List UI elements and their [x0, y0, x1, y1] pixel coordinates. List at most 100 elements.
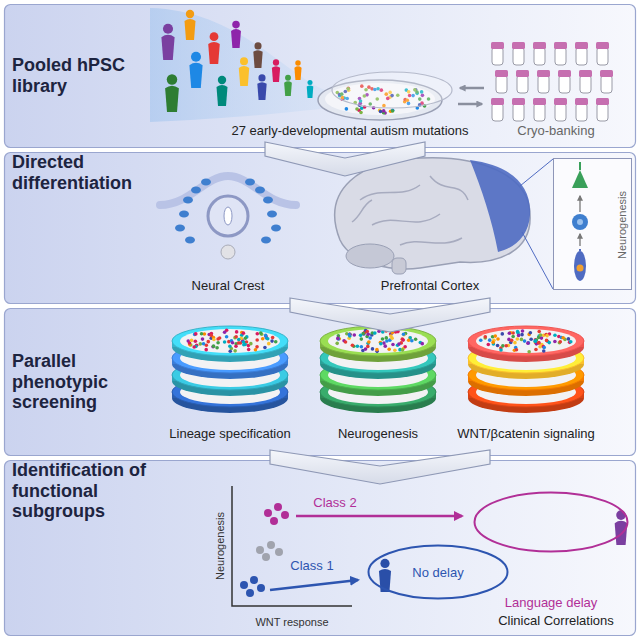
- people-crowd: [185, 10, 196, 40]
- dish-stacks: [264, 334, 268, 338]
- exchange-arrows: [458, 103, 482, 106]
- stage-band: NeurogenesisDirected differentiation: [4, 152, 636, 304]
- dish-stacks: [545, 339, 549, 343]
- crest-cells: [271, 225, 281, 232]
- ellipse-outline: [369, 546, 508, 599]
- storage-caption: Cryo-banking: [517, 124, 594, 139]
- cryo-vials: [555, 103, 566, 121]
- dish-stacks: [397, 342, 401, 346]
- dish-stacks: [529, 337, 533, 341]
- people-crowd: [167, 74, 178, 85]
- dish-stacks: [274, 340, 278, 344]
- patient-figures: [379, 510, 627, 592]
- dish-stacks: [228, 344, 232, 348]
- ellipse-outline: [473, 491, 629, 553]
- crest-cells: [263, 197, 273, 204]
- cryo-vials: [579, 70, 592, 77]
- dish-stacks: [271, 336, 275, 340]
- cryo-vials: [558, 70, 571, 77]
- brain: [392, 258, 406, 274]
- brain: [520, 159, 553, 186]
- brain: [522, 232, 553, 289]
- dish-stacks: [534, 348, 538, 352]
- people-crowd: [272, 66, 280, 82]
- cell-speckles: [345, 107, 349, 111]
- dish-stacks: [499, 348, 503, 352]
- neurogenesis-cells: [579, 162, 581, 170]
- dish-stacks: [249, 342, 253, 346]
- dish-stacks: [237, 338, 241, 342]
- dish-stacks: [486, 343, 490, 347]
- dish-stacks: [366, 345, 370, 349]
- people-crowd: [294, 66, 301, 80]
- cryo-vials: [492, 103, 503, 121]
- ellipse-outline: [475, 493, 628, 552]
- class-dots: [250, 576, 258, 584]
- dish-stacks: [368, 336, 372, 340]
- dish-stacks: [546, 339, 550, 343]
- stage-heading: Pooled hPSC library: [12, 55, 152, 96]
- dish-stacks: [356, 345, 360, 349]
- crest-cells: [183, 197, 193, 204]
- people-crowd: [254, 42, 261, 49]
- dish-stacks: [420, 342, 424, 346]
- dish-stacks: [267, 342, 271, 346]
- crest-cells: [255, 187, 265, 194]
- class-dots: [267, 541, 275, 549]
- dish-stacks: [410, 339, 414, 343]
- cell-speckles: [355, 107, 359, 111]
- dish-stacks: [523, 339, 527, 343]
- people-crowd: [218, 76, 226, 84]
- dish-stacks: [235, 330, 239, 334]
- dish-stacks: [533, 339, 537, 343]
- cryo-vials: [596, 98, 609, 105]
- people-crowd: [161, 24, 174, 60]
- dish-stacks: [360, 337, 364, 341]
- people-crowd: [189, 63, 202, 88]
- dish-stacks: [212, 344, 216, 348]
- cryo-vials: [512, 42, 525, 49]
- dish-stacks: [242, 331, 246, 335]
- cryo-vials: [495, 70, 508, 77]
- cryo-vials: [559, 75, 570, 93]
- people-crowd: [253, 42, 262, 68]
- dish-stacks: [545, 334, 549, 338]
- axis-label: Neurogenesis: [214, 512, 227, 580]
- dish-stacks: [216, 341, 220, 345]
- dish-stacks: [347, 333, 351, 337]
- cryo-vials: [555, 47, 566, 65]
- dish-stacks: [337, 337, 341, 341]
- dish-stacks: [517, 334, 521, 338]
- dish-stacks: [553, 340, 557, 344]
- dish-stacks: [479, 339, 483, 343]
- dish-stacks: [371, 347, 375, 351]
- cryo-vials: [516, 70, 529, 77]
- people-crowd: [208, 32, 220, 64]
- crest-cells: [175, 179, 281, 244]
- people-crowd: [240, 57, 248, 65]
- cryo-vials: [600, 70, 613, 77]
- cryo-vials: [533, 42, 546, 49]
- brain: [335, 158, 553, 289]
- cryo-vials: [596, 42, 609, 49]
- dish-stacks: [483, 335, 487, 339]
- people-crowd: [189, 52, 202, 88]
- people-crowd: [191, 52, 201, 62]
- exchange-arrows: [458, 88, 484, 104]
- dish-stacks: [215, 346, 219, 350]
- dish-stacks: [172, 326, 288, 356]
- dish-stacks: [402, 332, 406, 336]
- cryo-vials: [491, 42, 504, 49]
- dish-stacks: [328, 329, 428, 353]
- flow-chevron: [290, 298, 490, 332]
- dish-stacks: [375, 348, 379, 352]
- cryo-vials: [580, 75, 591, 93]
- cryo-vials: [597, 103, 608, 121]
- people-crowd: [208, 42, 220, 64]
- dish-stacks: [567, 337, 571, 341]
- dish-stacks: [390, 336, 394, 340]
- dish-stacks: [351, 343, 355, 347]
- crest-cells: [245, 179, 255, 186]
